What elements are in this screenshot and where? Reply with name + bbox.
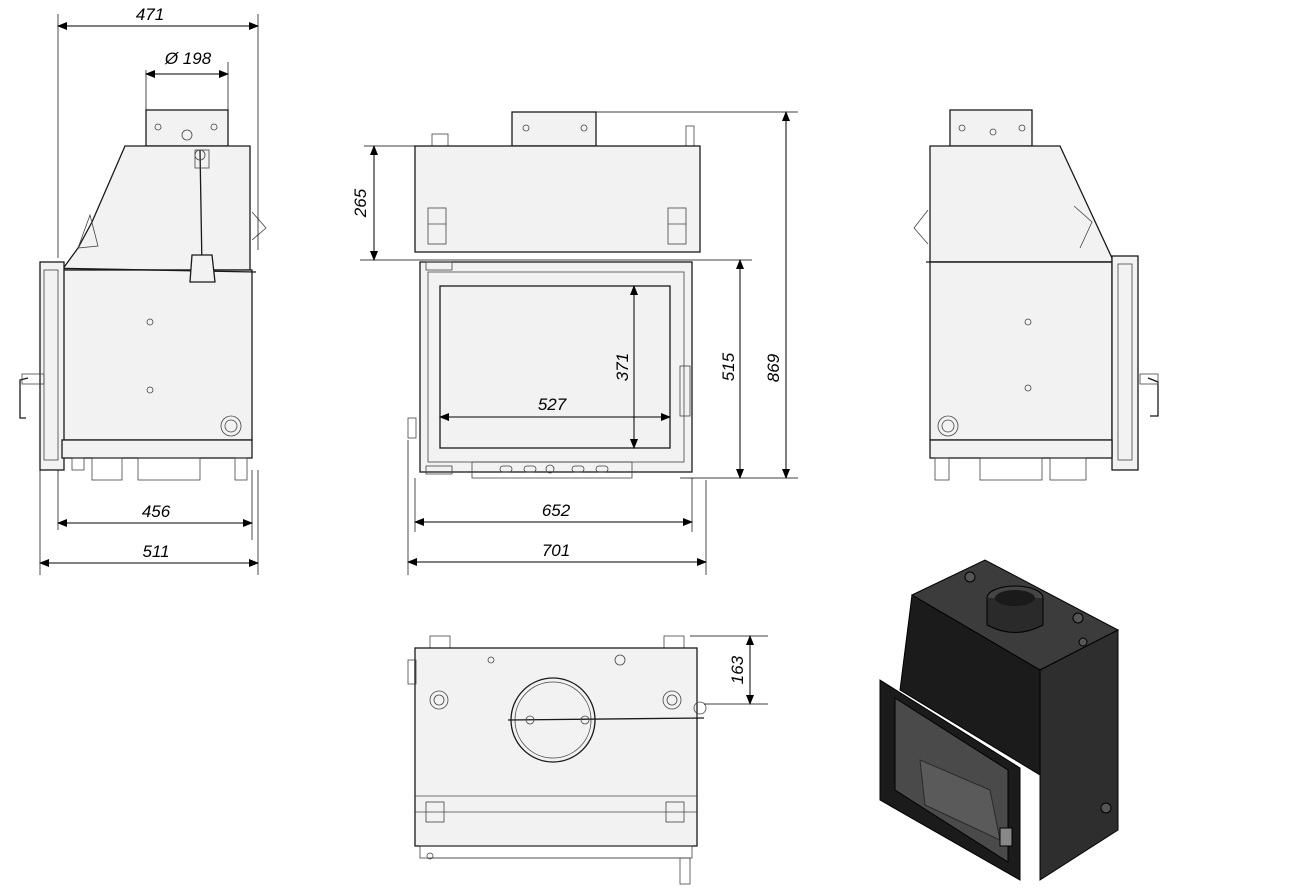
- dim-front-glass-width: 527: [538, 395, 567, 414]
- dim-front-top-height: 265: [351, 188, 370, 218]
- fireplace-3d-render: [879, 559, 1120, 881]
- dim-front-total-height: 869: [764, 353, 783, 382]
- dim-flue-diameter: Ø 198: [164, 49, 212, 68]
- left-side-view: 471 Ø 198 456 511: [19, 5, 267, 575]
- dim-front-total-width: 701: [542, 541, 570, 560]
- dim-front-door-height: 515: [719, 352, 738, 381]
- front-view: 265 371 527 515 869 652 701: [351, 111, 798, 575]
- dim-side-top-width: 471: [136, 5, 164, 24]
- right-side-view: [913, 109, 1159, 481]
- dim-side-total-depth: 511: [142, 542, 169, 561]
- dim-front-glass-height: 371: [613, 353, 632, 381]
- dim-front-inner-width: 652: [542, 501, 571, 520]
- dim-top-offset: 163: [728, 655, 747, 684]
- dim-side-inner-depth: 456: [142, 502, 171, 521]
- top-view: 163: [407, 635, 768, 885]
